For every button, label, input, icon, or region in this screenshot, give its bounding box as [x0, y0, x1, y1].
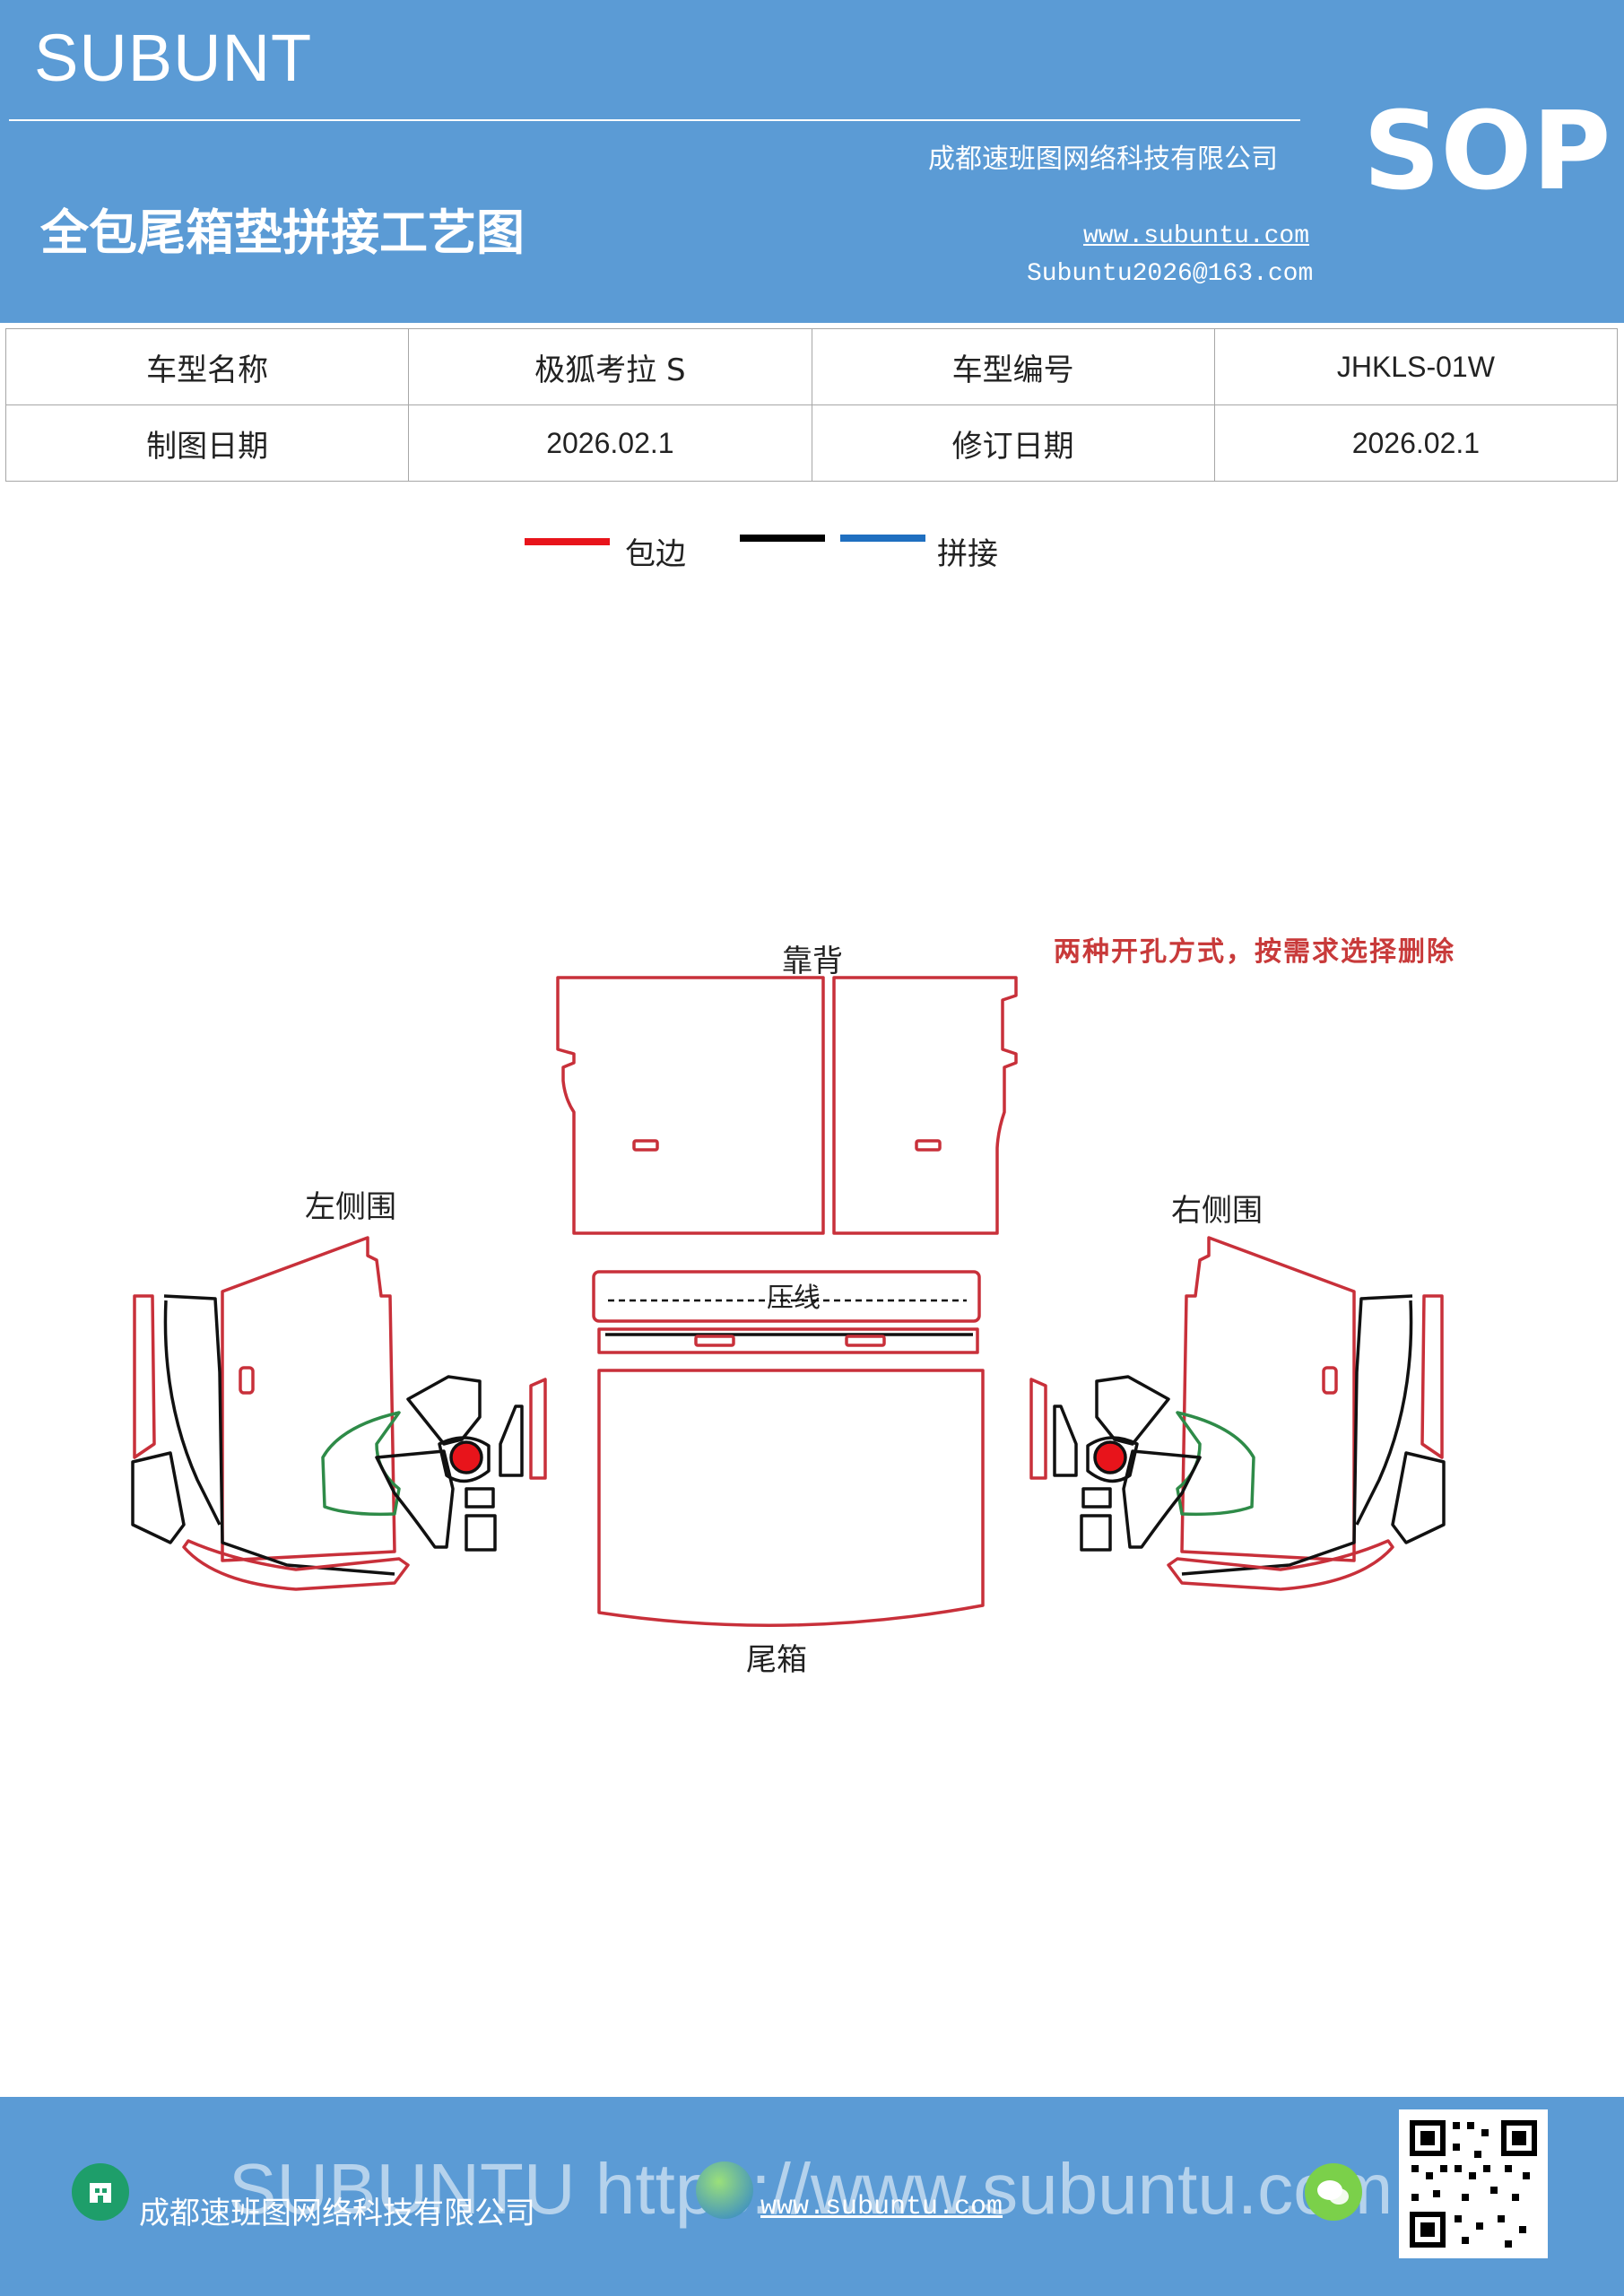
- right-side-label: 右侧围: [1171, 1193, 1263, 1229]
- qr-code: [1399, 2109, 1548, 2258]
- right-speaker-fill: [1093, 1440, 1127, 1474]
- left-side-edge-strip: [529, 1378, 547, 1480]
- hole-option-note: 两种开孔方式，按需求选择删除: [1054, 936, 1455, 968]
- model-name-value: 极狐考拉 S: [408, 328, 812, 405]
- right-side-vertical-strip: [1420, 1294, 1444, 1459]
- backrest-right-panel: [832, 976, 1018, 1235]
- backrest-right-slot: [915, 1139, 942, 1152]
- draw-date-value: 2026.02.1: [408, 404, 812, 482]
- trunk-floor-panel: [597, 1369, 985, 1627]
- right-side-inner-strip: [1355, 1300, 1413, 1526]
- left-side-join-outline: [163, 1294, 395, 1576]
- right-side-small-block-2: [1080, 1514, 1112, 1552]
- header-banner: SUBUNT 成都速班图网络科技有限公司 SOP 全包尾箱垫拼接工艺图 www.…: [0, 0, 1624, 323]
- left-side-small-block-1: [465, 1487, 495, 1509]
- hinge-slot-left: [694, 1335, 735, 1347]
- table-row: 车型名称 极狐考拉 S 车型编号 JHKLS-01W: [4, 328, 1619, 405]
- left-speaker-fill: [449, 1440, 483, 1474]
- model-code-label: 车型编号: [811, 328, 1215, 405]
- website-link[interactable]: www.subuntu.com: [1083, 222, 1310, 250]
- header-divider: [9, 119, 1300, 121]
- crease-strip: [592, 1270, 981, 1323]
- right-side-lower-block: [1391, 1451, 1446, 1544]
- right-side-vent-strip: [1053, 1405, 1078, 1477]
- backrest-left-panel: [556, 976, 825, 1235]
- legend-label-edge: 包边: [625, 536, 686, 572]
- footer-watermark: SUBUNTU https://www.subuntu.com: [229, 2149, 1394, 2229]
- right-side-main-panel: [1180, 1236, 1356, 1562]
- footer-company-name: 成都速班图网络科技有限公司: [139, 2196, 535, 2231]
- right-speaker-surround: [1086, 1436, 1139, 1483]
- left-speaker-surround: [438, 1436, 491, 1483]
- hinge-slot-right: [845, 1335, 886, 1347]
- email-text: Subuntu2026@163.com: [1027, 260, 1314, 288]
- hinge-strip: [597, 1327, 979, 1354]
- right-side-bottom-strip: [1167, 1539, 1394, 1591]
- info-table: 车型名称 极狐考拉 S 车型编号 JHKLS-01W 制图日期 2026.02.…: [4, 328, 1619, 482]
- legend-swatch-edge: [525, 538, 610, 545]
- legend-swatch-join: [840, 535, 925, 542]
- backrest-label: 靠背: [782, 944, 843, 979]
- left-side-small-block-2: [465, 1514, 497, 1552]
- legend-swatch-black: [740, 535, 825, 542]
- model-name-label: 车型名称: [4, 328, 410, 405]
- left-side-lower-tray: [375, 1449, 455, 1549]
- globe-icon: [696, 2161, 753, 2219]
- wechat-icon: [1305, 2163, 1362, 2221]
- left-side-speaker-housing: [406, 1375, 482, 1446]
- left-side-lower-block: [131, 1451, 186, 1544]
- sop-badge: SOP: [1363, 90, 1611, 214]
- left-side-vertical-strip: [133, 1294, 156, 1459]
- right-side-lower-tray: [1122, 1449, 1202, 1549]
- right-side-speaker-housing: [1095, 1375, 1170, 1446]
- backrest-left-slot: [632, 1139, 659, 1152]
- crease-label: 压线: [767, 1283, 821, 1314]
- footer-website-link[interactable]: www.subuntu.com: [760, 2192, 1003, 2222]
- right-side-join-outline: [1181, 1294, 1413, 1576]
- trunk-mat-diagram: [131, 976, 1446, 1627]
- model-code-value: JHKLS-01W: [1213, 328, 1619, 405]
- draw-date-label: 制图日期: [4, 404, 410, 482]
- company-name: 成都速班图网络科技有限公司: [928, 144, 1278, 175]
- revise-date-value: 2026.02.1: [1213, 404, 1619, 482]
- right-side-small-block-1: [1081, 1487, 1112, 1509]
- table-row: 制图日期 2026.02.1 修订日期 2026.02.1: [4, 404, 1619, 482]
- brand-name: SUBUNT: [34, 21, 313, 95]
- left-side-vent-strip: [499, 1405, 524, 1477]
- document-title: 全包尾箱垫拼接工艺图: [40, 204, 525, 261]
- legend: 包边 拼接: [525, 529, 1063, 572]
- right-side-green-panel: [1176, 1411, 1255, 1517]
- legend-label-join: 拼接: [937, 536, 998, 572]
- left-side-green-panel: [321, 1411, 401, 1517]
- left-side-bottom-strip: [182, 1539, 410, 1591]
- left-side-main-panel: [221, 1236, 396, 1562]
- right-side-edge-strip: [1029, 1378, 1047, 1480]
- left-side-hole: [239, 1366, 255, 1395]
- left-side-label: 左侧围: [305, 1189, 396, 1225]
- building-icon: [72, 2163, 129, 2221]
- right-side-hole: [1322, 1366, 1338, 1395]
- trunk-label: 尾箱: [746, 1642, 807, 1678]
- left-side-inner-strip: [163, 1300, 221, 1526]
- revise-date-label: 修订日期: [811, 404, 1215, 482]
